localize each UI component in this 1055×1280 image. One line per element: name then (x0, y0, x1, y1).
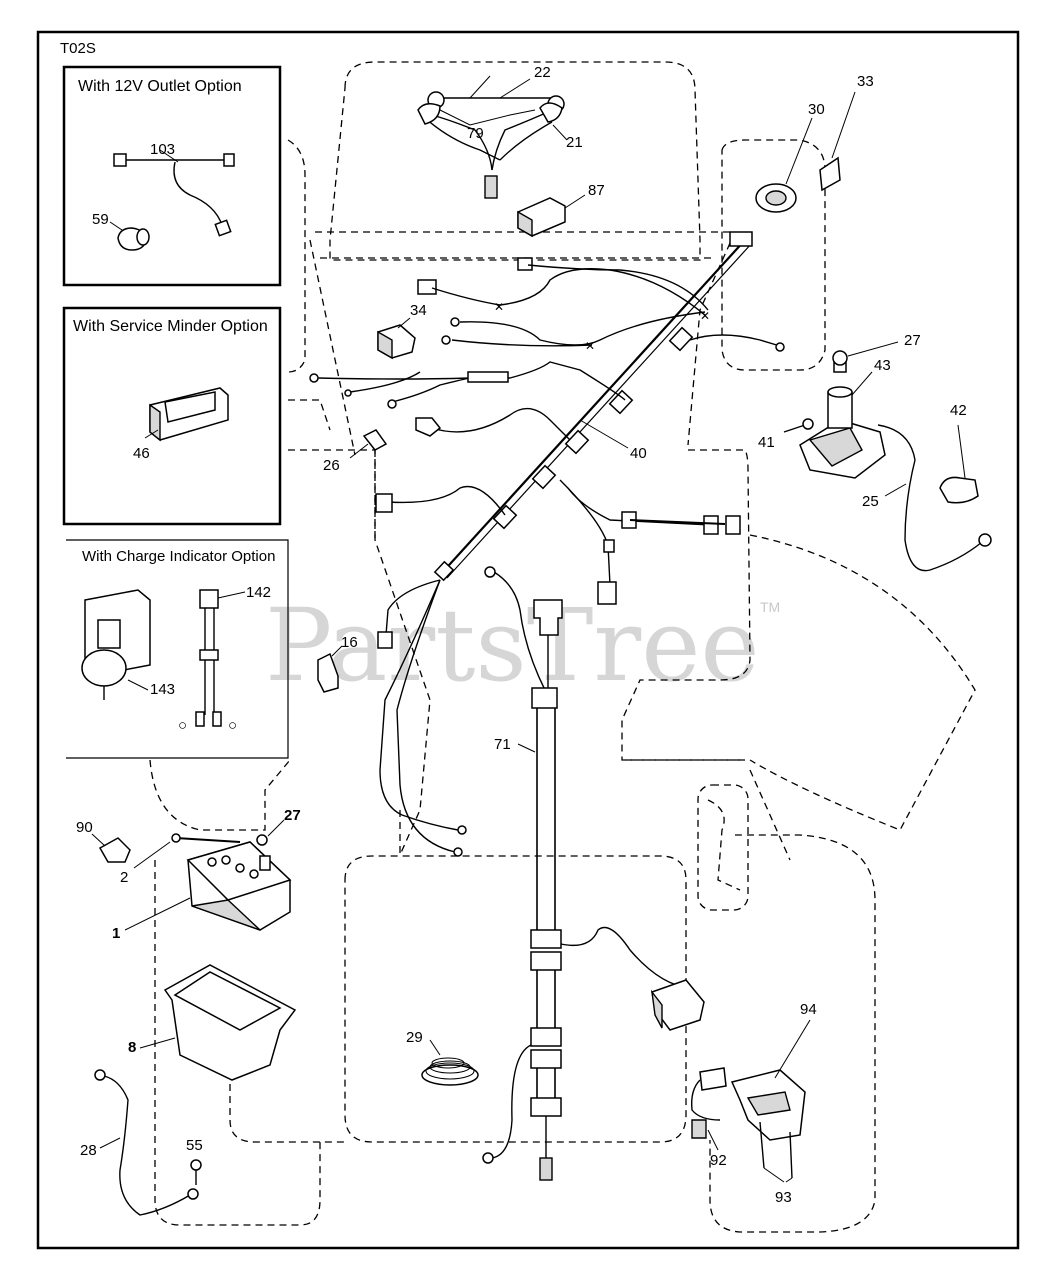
part-label-27-battery: 27 (284, 807, 301, 824)
part-label-26: 26 (323, 457, 340, 474)
part-label-8: 8 (128, 1039, 136, 1056)
part-label-30: 30 (808, 101, 825, 118)
part-label-1: 1 (112, 925, 120, 942)
part-label-93: 93 (775, 1189, 792, 1206)
svg-text:○: ○ (228, 717, 237, 734)
part-label-2: 2 (120, 869, 128, 886)
switch-16: 16 (317, 634, 358, 693)
part-label-79: 79 (467, 125, 484, 142)
ignition-switch: 30 33 (755, 73, 874, 213)
part-label-142: 142 (246, 584, 271, 601)
part-label-71: 71 (494, 736, 511, 753)
watermark: PartsTree (265, 587, 760, 704)
part-label-29: 29 (406, 1029, 423, 1046)
diagram-frame (36, 30, 1020, 1250)
main-wire-harness: ✕ ✕ ✕ 40 (309, 231, 785, 857)
part-label-92: 92 (710, 1152, 727, 1169)
part-label-25: 25 (862, 493, 879, 510)
part-label-16: 16 (341, 634, 358, 651)
service-minder-option-title: With Service Minder Option (73, 318, 268, 335)
charge-indicator-option-box: With Charge Indicator Option 143 ○ ○ 142 (66, 539, 289, 759)
part-label-21: 21 (566, 134, 583, 151)
fuse-holder-26: 26 (323, 429, 388, 474)
part-label-59: 59 (92, 211, 109, 228)
part-label-22: 22 (534, 64, 551, 81)
part-label-143: 143 (150, 681, 175, 698)
part-label-27-solenoid: 27 (904, 332, 921, 349)
seat-switch-94: 94 92 93 (690, 1001, 817, 1206)
charge-indicator-option-title: With Charge Indicator Option (82, 548, 275, 565)
part-label-28: 28 (80, 1142, 97, 1159)
part-label-33: 33 (857, 73, 874, 90)
part-label-90: 90 (76, 819, 93, 836)
svg-text:○: ○ (178, 717, 187, 734)
headlight-harness: 22 79 21 (417, 64, 583, 199)
service-minder-option-box: With Service Minder Option 46 (62, 306, 282, 526)
diagram-code: T02S (60, 40, 96, 57)
connector-34: 34 (377, 302, 427, 360)
part-label-46: 46 (133, 445, 150, 462)
part-label-87: 87 (588, 182, 605, 199)
part-label-103: 103 (150, 141, 175, 158)
svg-text:✕: ✕ (585, 339, 595, 353)
cable-71: 71 (482, 566, 705, 1181)
part-label-42: 42 (950, 402, 967, 419)
wire-coil-29: 29 (406, 1029, 479, 1086)
solenoid-43: 27 43 41 42 25 (758, 332, 992, 572)
outlet-option-box: With 12V Outlet Option 103 59 (62, 65, 282, 287)
battery-group: 90 2 27 1 8 28 55 (76, 807, 301, 1216)
part-label-40: 40 (630, 445, 647, 462)
svg-text:✕: ✕ (494, 300, 504, 314)
part-label-94: 94 (800, 1001, 817, 1018)
outlet-option-title: With 12V Outlet Option (78, 78, 242, 95)
part-label-55: 55 (186, 1137, 203, 1154)
watermark-trademark: TM (760, 599, 780, 615)
svg-text:✕: ✕ (700, 309, 710, 323)
part-label-41: 41 (758, 434, 775, 451)
part-label-43: 43 (874, 357, 891, 374)
part-label-34: 34 (410, 302, 427, 319)
relay-87: 87 (517, 182, 605, 238)
